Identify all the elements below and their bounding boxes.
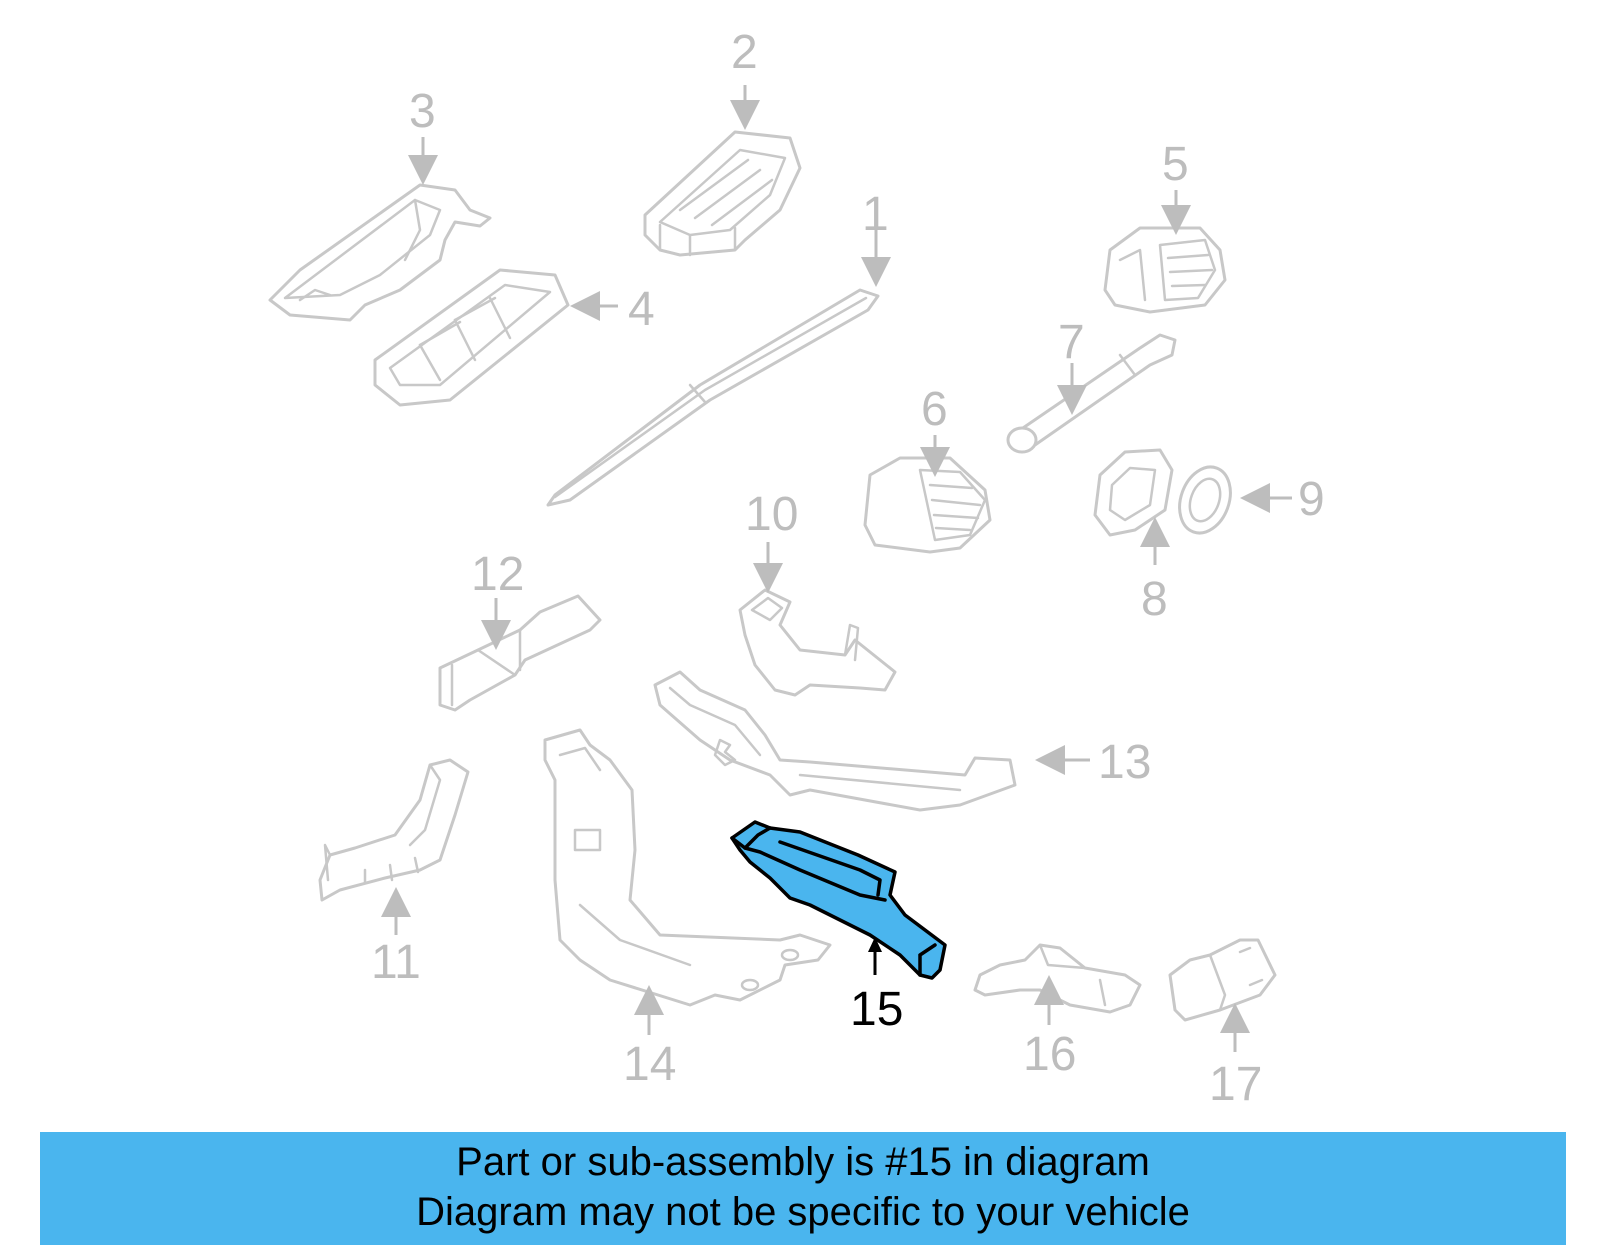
callout-14: 14 [623, 1038, 676, 1091]
callout-8: 8 [1141, 573, 1168, 626]
callout-11: 11 [371, 936, 421, 989]
callout-9: 9 [1298, 473, 1325, 526]
callout-5: 5 [1162, 138, 1189, 191]
part-17[interactable] [1168, 938, 1277, 1022]
caption-banner: Part or sub-assembly is #15 in diagram D… [40, 1132, 1566, 1245]
callout-12: 12 [471, 548, 524, 601]
callout-10: 10 [745, 488, 798, 541]
callout-13: 13 [1098, 736, 1151, 789]
caption-line-1: Part or sub-assembly is #15 in diagram [456, 1140, 1150, 1184]
part-13[interactable] [653, 670, 1017, 812]
part-3[interactable] [268, 183, 492, 322]
callout-4: 4 [628, 283, 655, 336]
part-16[interactable] [973, 943, 1142, 1014]
part-9[interactable] [1171, 460, 1239, 540]
part-5[interactable] [1103, 226, 1227, 314]
callout-15: 15 [850, 983, 903, 1036]
part-10[interactable] [738, 588, 897, 697]
callout-numbers: 1 2 3 4 5 6 7 8 9 10 11 12 13 14 15 16 1… [371, 26, 1325, 1111]
part-14[interactable] [543, 728, 832, 1007]
part-8[interactable] [1093, 448, 1174, 537]
part-15[interactable] [730, 820, 947, 980]
caption-line-2: Diagram may not be specific to your vehi… [416, 1190, 1190, 1234]
callout-2: 2 [731, 26, 758, 79]
arrow-15 [868, 937, 882, 975]
callout-7: 7 [1058, 316, 1085, 369]
callout-3: 3 [409, 85, 436, 138]
part-6[interactable] [863, 456, 992, 554]
callout-17: 17 [1209, 1058, 1262, 1111]
callout-16: 16 [1023, 1028, 1076, 1081]
part-1[interactable] [546, 288, 880, 507]
callout-6: 6 [921, 383, 948, 436]
callout-arrows [381, 85, 1292, 1052]
part-4[interactable] [373, 268, 570, 407]
part-12[interactable] [438, 594, 602, 712]
part-2[interactable] [643, 130, 802, 257]
part-7[interactable] [1006, 333, 1177, 454]
callout-1: 1 [862, 188, 889, 241]
part-11[interactable] [318, 758, 470, 902]
